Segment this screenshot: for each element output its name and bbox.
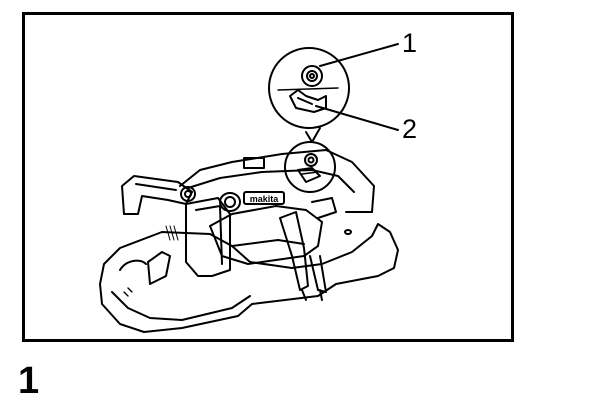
leader-line-2	[315, 105, 399, 131]
figure-number: 1	[18, 360, 40, 402]
magnified-detail-circle-icon	[268, 47, 350, 143]
leader-line-1	[319, 43, 399, 67]
hex-screw-area-icon	[284, 141, 336, 193]
callout-1: 1	[402, 28, 418, 58]
callout-2: 2	[402, 114, 418, 144]
brand-label: makita	[250, 194, 280, 204]
portable-band-saw-icon: makita	[99, 149, 399, 333]
figure-frame	[22, 12, 514, 342]
